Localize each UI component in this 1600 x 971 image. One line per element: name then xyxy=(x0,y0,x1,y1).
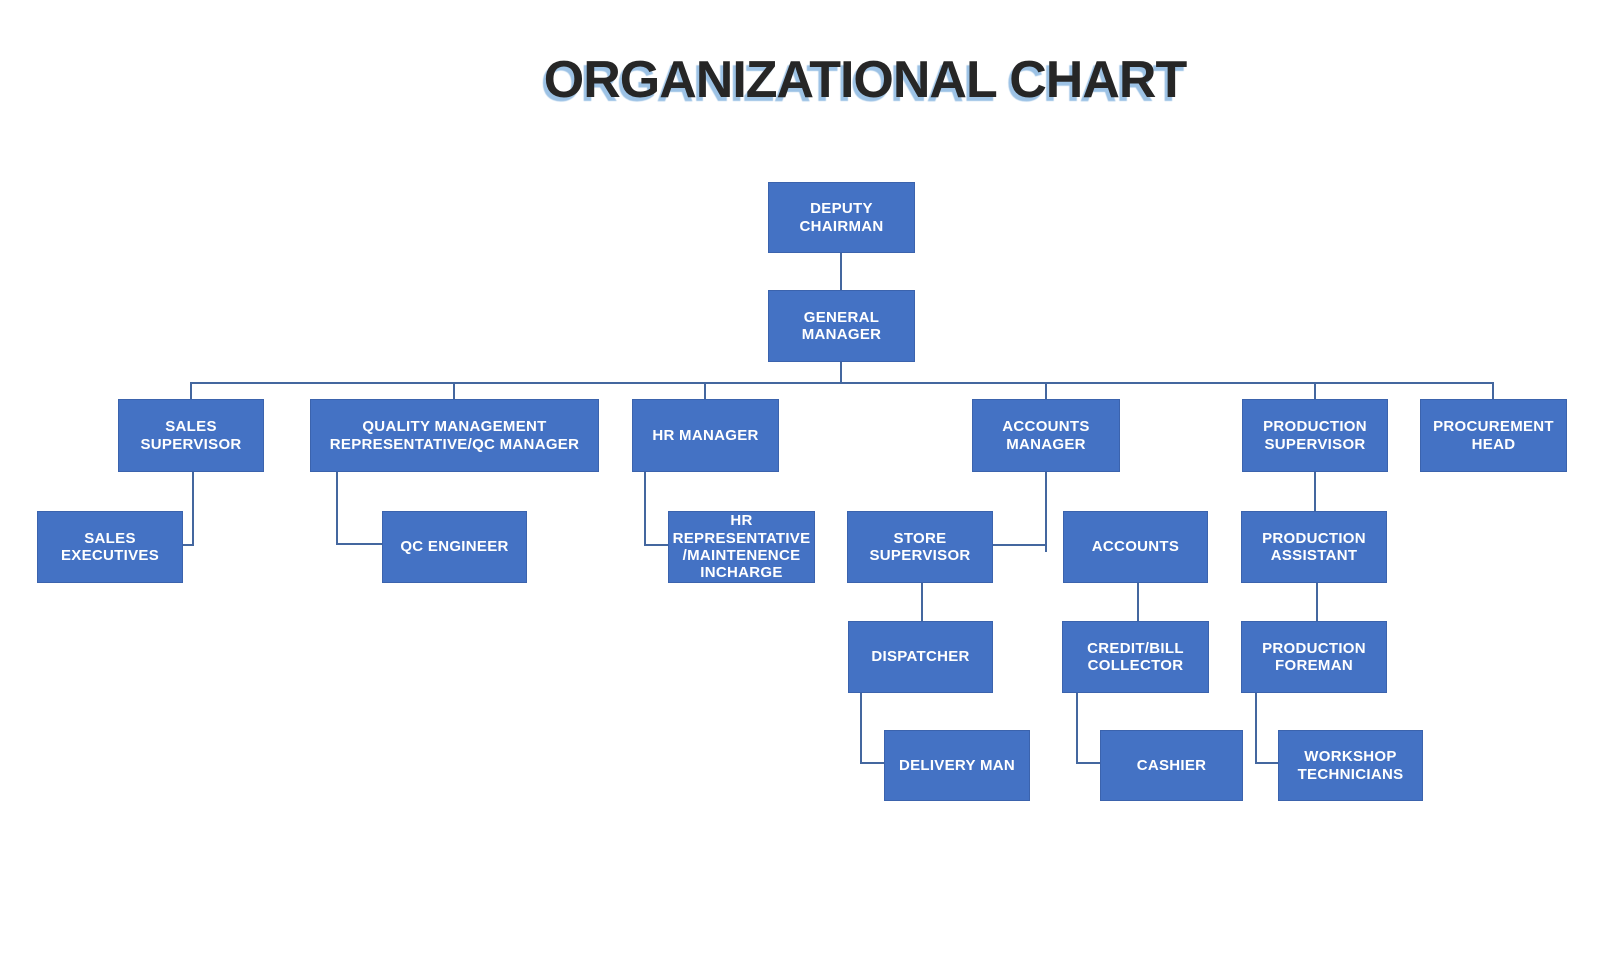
org-node-label: DEPUTY CHAIRMAN xyxy=(799,200,884,235)
connector-bus-to-production-supervisor xyxy=(1314,382,1316,399)
org-node-label: CASHIER xyxy=(1136,756,1207,774)
org-node-label: PRODUCTION SUPERVISOR xyxy=(1263,418,1367,453)
org-node-label: DELIVERY MAN xyxy=(898,756,1016,774)
org-node-label: SALES SUPERVISOR xyxy=(140,418,242,453)
connector-dispatcher-to-delivery-man-h xyxy=(860,762,884,764)
connector-sales-supervisor-to-sales-executives-h xyxy=(183,544,194,546)
connector-production-supervisor-to-assistant xyxy=(1314,472,1316,511)
org-node-label: QC ENGINEER xyxy=(400,538,509,556)
connector-accounts-manager-to-store-supervisor-h xyxy=(993,544,1047,546)
org-node-sales-executives: SALES EXECUTIVES xyxy=(37,511,183,583)
org-node-qc-engineer: QC ENGINEER xyxy=(382,511,527,583)
org-node-general-manager: GENERAL MANAGER xyxy=(768,290,915,362)
org-node-credit-bill-collector: CREDIT/BILL COLLECTOR xyxy=(1062,621,1209,693)
connector-bus-to-procurement-head xyxy=(1492,382,1494,399)
org-node-sales-supervisor: SALES SUPERVISOR xyxy=(118,399,264,472)
org-node-label: DISPATCHER xyxy=(871,648,970,666)
org-node-accounts-manager: ACCOUNTS MANAGER xyxy=(972,399,1120,472)
org-node-label: PROCUREMENT HEAD xyxy=(1433,418,1554,453)
org-node-hr-manager: HR MANAGER xyxy=(632,399,779,472)
org-node-label: ACCOUNTS MANAGER xyxy=(1002,418,1090,453)
connector-quality-to-qc-engineer-h xyxy=(336,543,382,545)
connector-bus-to-hr-manager xyxy=(704,382,706,399)
connector-quality-to-qc-engineer-v xyxy=(336,472,338,545)
connector-bus-to-accounts-manager xyxy=(1045,382,1047,399)
org-node-label: SALES EXECUTIVES xyxy=(60,529,160,564)
org-node-label: PRODUCTION FOREMAN xyxy=(1262,639,1366,674)
connector-accounts-to-credit-bill-collector xyxy=(1137,583,1139,621)
org-node-delivery-man: DELIVERY MAN xyxy=(884,730,1030,801)
org-node-store-supervisor: STORE SUPERVISOR xyxy=(847,511,993,583)
connector-bus-to-sales-supervisor xyxy=(190,382,192,399)
connector-assistant-to-production-foreman xyxy=(1316,583,1318,621)
org-node-label: ACCOUNTS xyxy=(1091,538,1180,556)
org-node-production-supervisor: PRODUCTION SUPERVISOR xyxy=(1242,399,1388,472)
org-node-production-foreman: PRODUCTION FOREMAN xyxy=(1241,621,1387,693)
org-node-label: HR MANAGER xyxy=(652,426,759,444)
connector-credit-bill-to-cashier-h xyxy=(1076,762,1100,764)
org-node-workshop-technicians: WORKSHOP TECHNICIANS xyxy=(1278,730,1423,801)
connector-general-to-bus xyxy=(840,362,842,383)
org-node-accounts: ACCOUNTS xyxy=(1063,511,1208,583)
connector-deputy-to-general xyxy=(840,253,842,290)
org-node-hr-representative: HR REPRESENTATIVE /MAINTENENCE INCHARGE xyxy=(668,511,815,583)
connector-store-supervisor-to-dispatcher xyxy=(921,583,923,621)
org-node-procurement-head: PROCUREMENT HEAD xyxy=(1420,399,1567,472)
org-node-label: HR REPRESENTATIVE /MAINTENENCE INCHARGE xyxy=(672,512,811,582)
org-node-label: STORE SUPERVISOR xyxy=(869,529,971,564)
connector-hr-manager-to-hr-representative-h xyxy=(644,544,668,546)
connector-foreman-to-workshop-v xyxy=(1255,693,1257,764)
page-title: ORGANIZATIONAL CHART xyxy=(543,51,1187,109)
org-node-label: QUALITY MANAGEMENT REPRESENTATIVE/QC MAN… xyxy=(329,418,580,453)
connector-credit-bill-to-cashier-v xyxy=(1076,693,1078,764)
connector-bus-to-quality-management xyxy=(453,382,455,399)
org-node-label: PRODUCTION ASSISTANT xyxy=(1262,529,1366,564)
connector-accounts-manager-junction-v xyxy=(1045,472,1047,552)
org-node-deputy-chairman: DEPUTY CHAIRMAN xyxy=(768,182,915,253)
org-node-label: GENERAL MANAGER xyxy=(801,308,882,343)
org-node-dispatcher: DISPATCHER xyxy=(848,621,993,693)
connector-hr-manager-to-hr-representative-v xyxy=(644,472,646,546)
connector-foreman-to-workshop-h xyxy=(1255,762,1278,764)
org-node-label: CREDIT/BILL COLLECTOR xyxy=(1087,639,1184,674)
org-node-production-assistant: PRODUCTION ASSISTANT xyxy=(1241,511,1387,583)
connector-sales-supervisor-to-sales-executives-v xyxy=(192,472,194,546)
org-node-cashier: CASHIER xyxy=(1100,730,1243,801)
org-node-label: WORKSHOP TECHNICIANS xyxy=(1297,748,1404,783)
connector-dispatcher-to-delivery-man-v xyxy=(860,693,862,764)
org-node-quality-management: QUALITY MANAGEMENT REPRESENTATIVE/QC MAN… xyxy=(310,399,599,472)
connector-level3-bus xyxy=(190,382,1494,384)
